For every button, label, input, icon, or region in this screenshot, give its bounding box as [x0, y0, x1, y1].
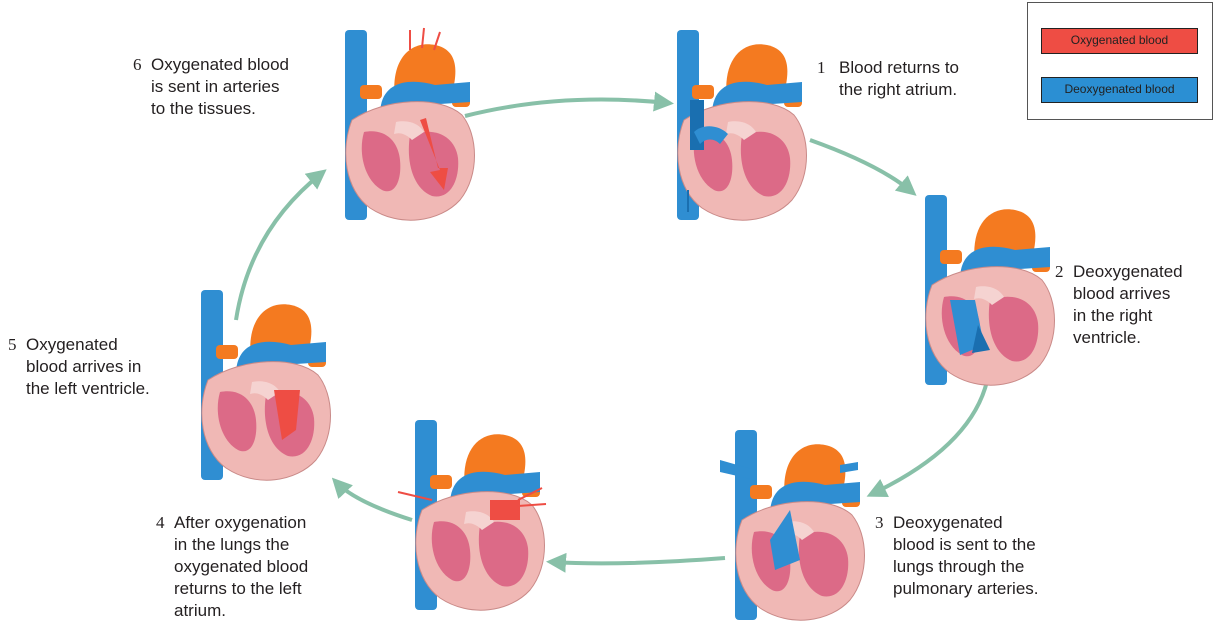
heart-step-4: [398, 420, 546, 610]
step-5-label: 5 Oxygenated blood arrives in the left v…: [8, 334, 188, 409]
step-text: Deoxygenated blood is sent to the lungs …: [893, 512, 1039, 600]
step-number: 3: [875, 512, 884, 534]
step-1-label: 1 Blood returns to the right atrium.: [817, 57, 997, 107]
legend: Oxygenated blood Deoxygenated blood: [1027, 2, 1213, 120]
heart-step-6: [345, 28, 475, 220]
arrow-5-to-6: [236, 173, 322, 320]
step-number: 4: [156, 512, 165, 534]
step-number: 2: [1055, 261, 1064, 283]
step-3-label: 3 Deoxygenated blood is sent to the lung…: [875, 512, 1075, 612]
step-text: After oxygenation in the lungs the oxyge…: [174, 512, 308, 622]
step-6-label: 6 Oxygenated blood is sent in arteries t…: [133, 54, 323, 129]
arrow-1-to-2: [810, 140, 912, 192]
heart-step-2: [925, 195, 1055, 385]
legend-oxygenated: Oxygenated blood: [1041, 28, 1198, 54]
heart-step-1: [677, 30, 807, 220]
step-2-label: 2 Deoxygenated blood arrives in the righ…: [1055, 261, 1205, 361]
heart-step-5: [201, 290, 331, 480]
step-number: 5: [8, 334, 17, 356]
step-number: 6: [133, 54, 142, 76]
step-text: Blood returns to the right atrium.: [839, 57, 959, 101]
arrow-6-to-1: [465, 100, 668, 116]
arrow-4-to-5: [336, 482, 412, 520]
heart-step-3: [720, 430, 865, 620]
legend-deoxygenated: Deoxygenated blood: [1041, 77, 1198, 103]
step-4-label: 4 After oxygenation in the lungs the oxy…: [156, 512, 336, 634]
step-text: Oxygenated blood arrives in the left ven…: [26, 334, 150, 400]
step-text: Oxygenated blood is sent in arteries to …: [151, 54, 289, 120]
step-number: 1: [817, 57, 826, 79]
step-text: Deoxygenated blood arrives in the right …: [1073, 261, 1183, 349]
arrow-3-to-4: [552, 558, 725, 563]
